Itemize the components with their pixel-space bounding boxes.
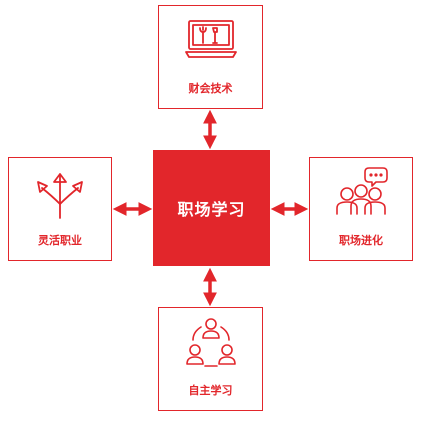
laptop-tools-icon [184,20,237,58]
node-top: 财会技术 [158,5,263,109]
node-top-label: 财会技术 [188,82,233,95]
node-left: 灵活职业 [8,157,112,261]
node-left-label: 灵活职业 [38,234,82,247]
node-right: 职场进化 [309,157,413,261]
team-discussion-icon [336,167,388,215]
diverging-arrows-icon [37,173,83,219]
node-bottom: 自主学习 [158,307,263,411]
center-node: 职场学习 [153,150,270,266]
node-bottom-label: 自主学习 [188,384,233,397]
people-cycle-icon [185,318,236,367]
node-right-label: 职场进化 [339,234,383,247]
